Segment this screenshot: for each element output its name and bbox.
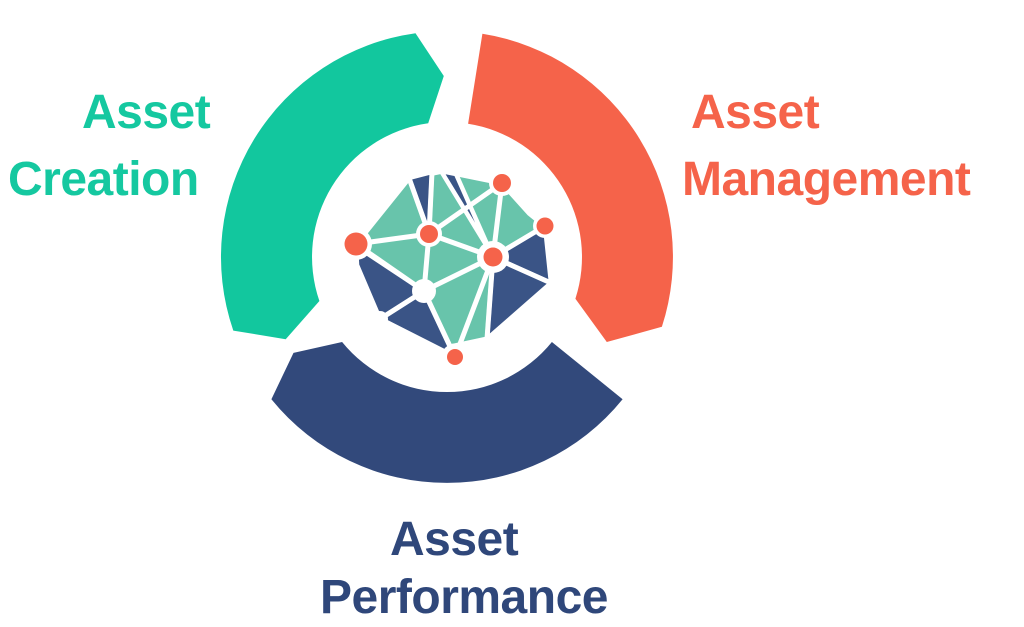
- label-asset-creation-line1: Asset: [82, 86, 211, 139]
- label-asset-performance-line1: Asset: [390, 513, 519, 566]
- node-right-dot: [536, 217, 554, 235]
- mesh-edge-11: [452, 254, 496, 360]
- label-asset-performance-line2: Performance: [320, 571, 608, 624]
- mesh-edge-15: [377, 316, 458, 360]
- segment-asset-creation: [220, 33, 444, 340]
- junction-left-ring: [372, 311, 388, 327]
- label-asset-management-line2: Management: [682, 153, 971, 206]
- node-bottom-dot: [447, 349, 463, 365]
- mesh-edge-4: [426, 180, 505, 237]
- segment-asset-management: [468, 33, 673, 343]
- label-asset-management-line1: Asset: [691, 86, 820, 139]
- junction-mid-ring: [412, 279, 436, 303]
- node-center-dot: [483, 247, 503, 267]
- label-asset-creation-line2: Creation: [8, 153, 199, 206]
- node-left-dot: [344, 232, 368, 256]
- segment-asset-performance: [271, 342, 623, 483]
- node-top-right-dot: [493, 174, 511, 192]
- mesh-face-sliver: [438, 168, 494, 256]
- node-upper-mid-dot: [420, 225, 438, 243]
